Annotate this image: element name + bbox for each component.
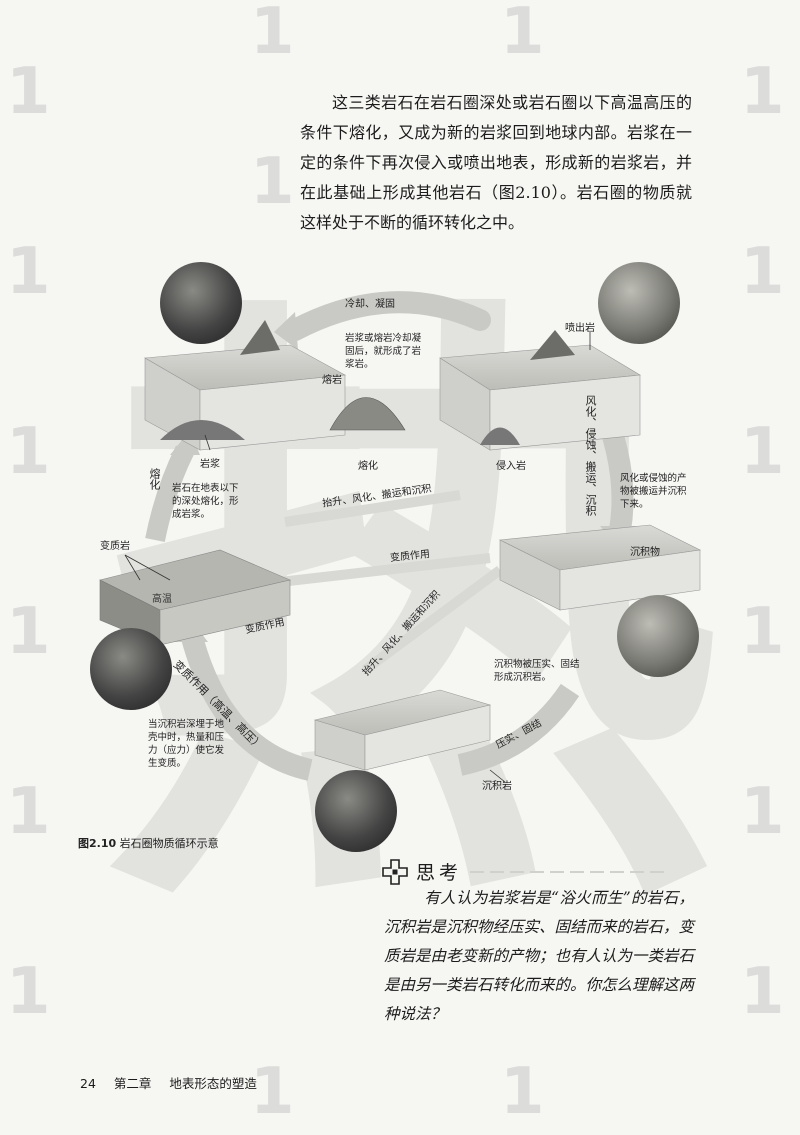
rock-cycle-diagram: 冷却、凝固 岩浆或熔岩冷却凝固后，就形成了岩浆岩。 熔岩 岩浆 熔化 侵入岩 喷… — [60, 250, 760, 852]
label-metamorphic: 变质岩 — [100, 541, 130, 552]
pointer-magma — [204, 434, 211, 451]
arrow-melt-left — [145, 445, 194, 542]
page-number: 24 — [80, 1076, 96, 1091]
watermark-digit: 1 — [740, 775, 785, 849]
label-melting: 熔化 — [358, 461, 378, 472]
photo-sediment — [617, 595, 699, 677]
note-metamorphism: 当沉积岩深埋于地壳中时，热量和压力（应力）使它发生变质。 — [148, 719, 225, 769]
watermark-digit: 1 — [740, 55, 785, 129]
think-cross-icon — [382, 858, 408, 885]
watermark-digit: 1 — [6, 415, 51, 489]
think-body: 有人认为岩浆岩是“浴火而生”的岩石，沉积岩是沉积物经压实、固结而来的岩石，变质岩… — [384, 889, 695, 1023]
think-header: 思考 — [382, 858, 671, 885]
arrow-compaction — [457, 683, 580, 776]
note-melt-left: 岩石在地表以下的深处熔化，形成岩浆。 — [172, 483, 239, 520]
watermark-digit: 1 — [6, 955, 51, 1029]
label-high-temp: 高温 — [152, 594, 172, 605]
watermark-digit: 1 — [6, 235, 51, 309]
photo-metamorphic-rock — [90, 628, 172, 710]
watermark-digit: 1 — [740, 955, 785, 1029]
watermark-digit: 1 — [6, 595, 51, 669]
watermark-digit: 1 — [500, 0, 545, 69]
arrow-metamorphism-mid — [279, 553, 491, 587]
block-sedimentary — [313, 689, 492, 771]
label-lava: 熔岩 — [322, 375, 342, 386]
label-sediment: 沉积物 — [630, 547, 660, 558]
arrow-uplift-top — [284, 490, 461, 527]
watermark-digit: 1 — [740, 595, 785, 669]
watermark-digit: 1 — [250, 145, 295, 219]
watermark-digit: 1 — [6, 775, 51, 849]
pointer-metamorphic — [124, 554, 141, 581]
arrow-cooling — [284, 291, 491, 341]
label-melt-left: 熔化 — [148, 468, 161, 490]
arrow-uplift-diag — [362, 565, 503, 675]
figure-number: 图2.10 — [78, 837, 117, 850]
chapter-title: 地表形态的塑造 — [169, 1076, 257, 1091]
label-weathering: 风化、侵蚀、搬运、沉积 — [584, 395, 597, 516]
label-cooling: 冷却、凝固 — [345, 299, 395, 310]
intro-paragraph: 这三类岩石在岩石圈深处或岩石圈以下高温高压的条件下熔化，又成为新的岩浆回到地球内… — [300, 93, 692, 232]
watermark-digit: 1 — [740, 415, 785, 489]
melting-mound — [329, 397, 406, 431]
note-magma-cooling: 岩浆或熔岩冷却凝固后，就形成了岩浆岩。 — [345, 333, 422, 370]
note-weathering: 风化或侵蚀的产物被搬运并沉积下来。 — [620, 473, 687, 510]
label-extrusive: 喷出岩 — [565, 323, 595, 334]
pointer-sedimentary — [489, 769, 506, 783]
block-metamorphic — [99, 549, 291, 646]
page-footer: 24 第二章 地表形态的塑造 — [80, 1073, 271, 1092]
watermark-digit: 1 — [6, 55, 51, 129]
watermark-digit: 1 — [250, 0, 295, 69]
watermark-digit: 1 — [500, 1055, 545, 1129]
figure-title: 岩石圈物质循环示意 — [119, 837, 219, 850]
note-compaction: 沉积物被压实、固结形成沉积岩。 — [494, 659, 580, 683]
watermark-digit: 1 — [250, 1055, 295, 1129]
arrow-metamorphism-left — [179, 627, 313, 781]
think-title: 思考 — [416, 862, 463, 884]
block-extrusive — [144, 320, 346, 451]
chapter-label: 第二章 — [113, 1076, 152, 1091]
think-divider — [470, 870, 671, 873]
photo-sedimentary-rock — [315, 770, 397, 852]
photo-magma — [160, 262, 242, 344]
label-intrusive: 侵入岩 — [496, 461, 526, 472]
photo-extrusive-rock — [598, 262, 680, 344]
figure-caption: 图2.10 岩石圈物质循环示意 — [78, 835, 219, 851]
arrow-cooling-head — [274, 312, 298, 350]
label-sedimentary: 沉积岩 — [482, 781, 512, 792]
block-intrusive — [439, 330, 641, 451]
watermark-digit: 1 — [740, 235, 785, 309]
label-magma: 岩浆 — [200, 459, 220, 470]
pointer-metamorphic — [124, 554, 171, 581]
